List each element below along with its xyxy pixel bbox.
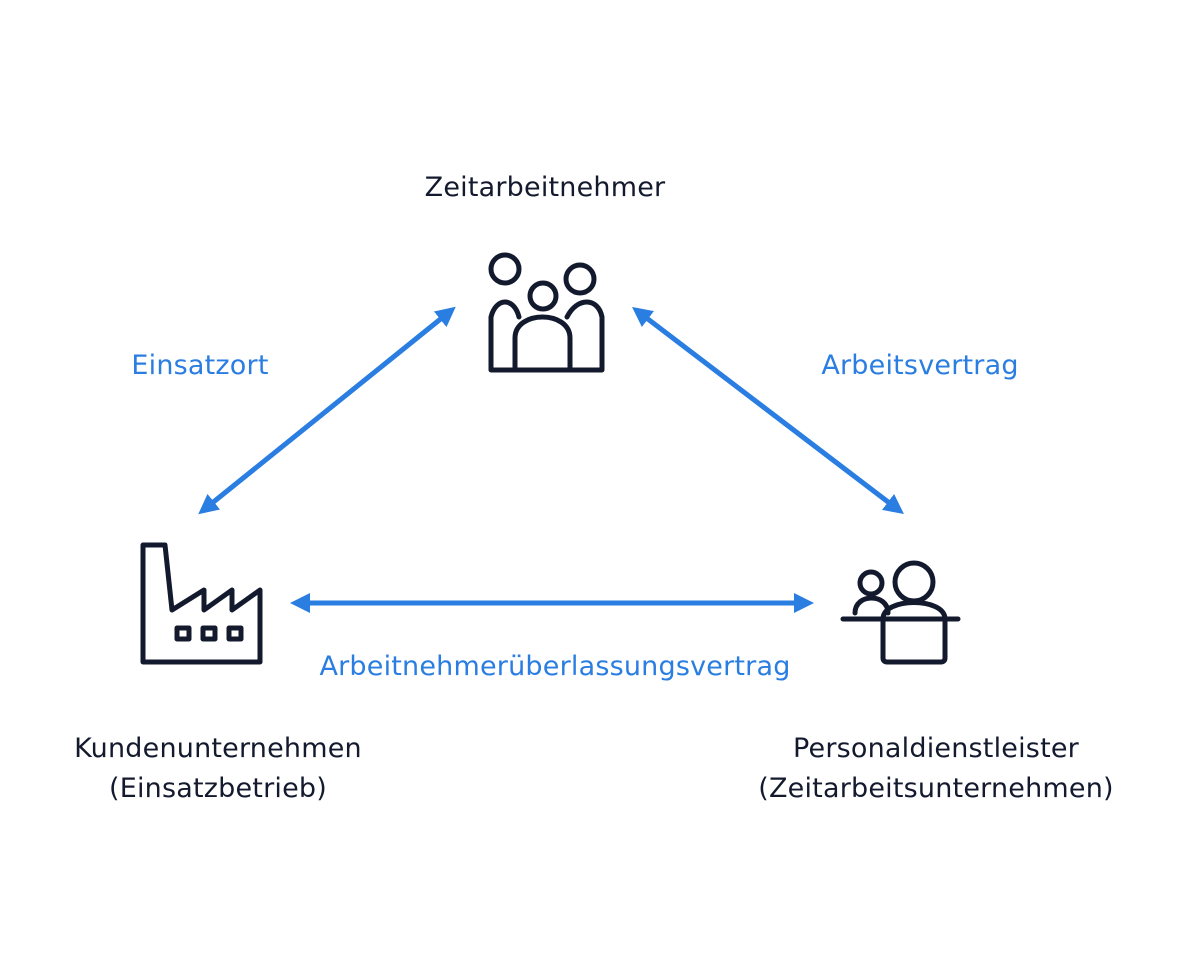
worker-label: Zeitarbeitnehmer: [345, 168, 745, 208]
client-label-line1: Kundenunternehmen: [74, 733, 362, 764]
provider-label-line2: (Zeitarbeitsunternehmen): [758, 773, 1114, 804]
people-group-icon: [488, 252, 605, 373]
edge-label-client-provider: Arbeitnehmerüberlassungsvertrag: [319, 651, 791, 682]
staff-provider-icon: [840, 560, 961, 665]
arrow-worker-provider: [632, 306, 904, 515]
provider-label: Personaldienstleister (Zeitarbeitsuntern…: [716, 729, 1156, 809]
edge-label-worker-client: Einsatzort: [131, 350, 269, 381]
client-label: Kundenunternehmen (Einsatzbetrieb): [20, 729, 416, 809]
arrow-worker-client: [198, 306, 456, 515]
worker-label-text: Zeitarbeitnehmer: [424, 172, 666, 203]
client-label-line2: (Einsatzbetrieb): [108, 773, 327, 804]
factory-icon: [140, 542, 263, 665]
provider-label-line1: Personaldienstleister: [793, 733, 1079, 764]
edge-label-worker-provider: Arbeitsvertrag: [821, 350, 1019, 381]
